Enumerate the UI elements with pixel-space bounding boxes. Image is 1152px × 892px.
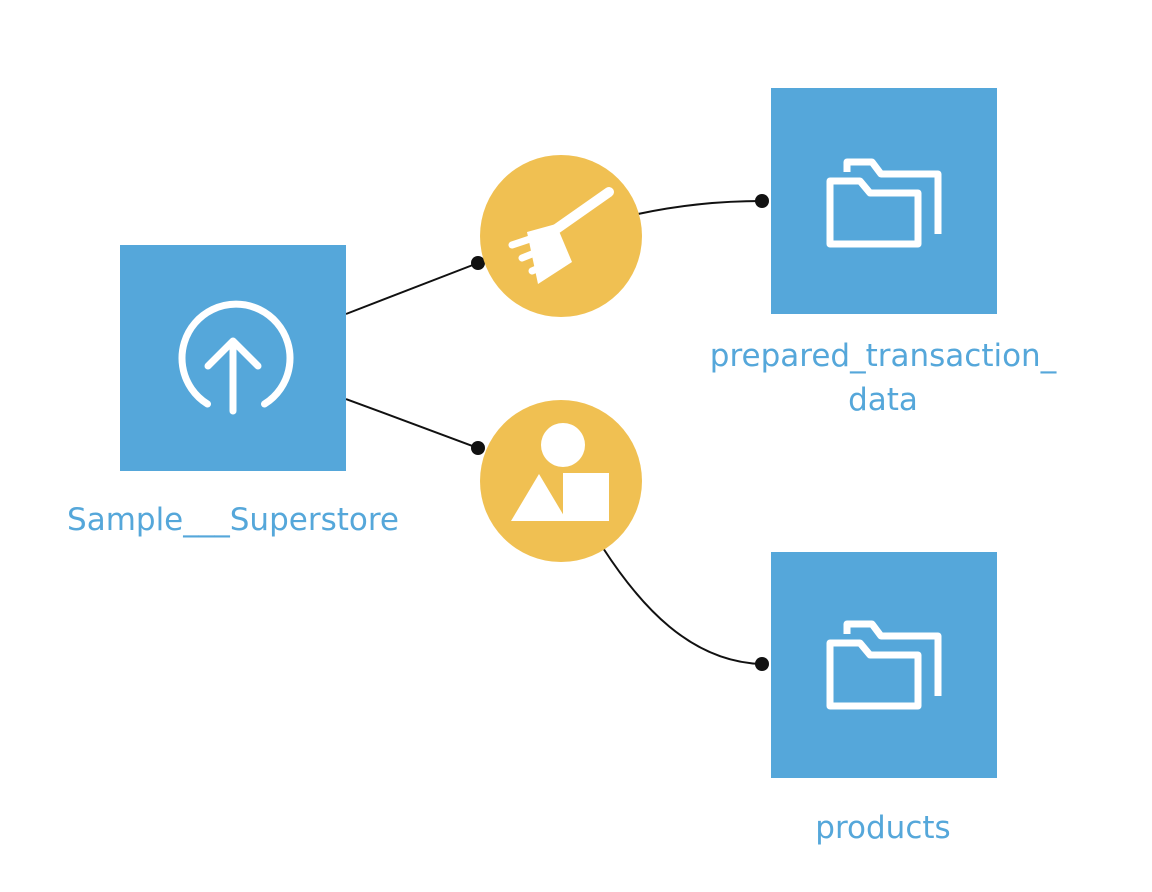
recipe-node-split[interactable] — [480, 400, 642, 562]
edge-split-recipe-to-products — [602, 547, 763, 665]
endpoint-split-recipe-input[interactable] — [471, 441, 485, 455]
recipe-node-prepare[interactable] — [480, 155, 642, 317]
endpoint-prepared-input[interactable] — [755, 194, 769, 208]
dataset-label-products[interactable]: products — [815, 810, 951, 846]
shapes-icon — [511, 423, 615, 527]
folder-stack-icon — [826, 620, 942, 710]
dataset-box-prepared-transaction-data[interactable] — [771, 88, 997, 314]
dataset-label-line-1: prepared_transaction_ — [709, 338, 1057, 374]
upload-icon — [178, 300, 294, 415]
edge-prepare-recipe-to-prepared — [637, 200, 763, 215]
dataset-node-sample-superstore[interactable] — [120, 245, 346, 471]
edge-source-to-split-recipe — [345, 398, 479, 449]
dataset-label-prepared-transaction-data[interactable]: prepared_transaction_ data — [690, 334, 1076, 422]
dataset-label-line-2: data — [848, 382, 918, 418]
edge-source-to-prepare-recipe — [345, 262, 479, 315]
endpoint-products-input[interactable] — [755, 657, 769, 671]
dataset-node-prepared-transaction-data[interactable] — [771, 88, 997, 314]
edge-endpoints — [471, 194, 769, 671]
dataset-box-products[interactable] — [771, 552, 997, 778]
dataset-label-sample-superstore[interactable]: Sample___Superstore — [67, 502, 399, 538]
broom-icon — [508, 187, 614, 284]
edges — [345, 200, 763, 665]
dataset-node-products[interactable] — [771, 552, 997, 778]
endpoint-prepare-recipe-input[interactable] — [471, 256, 485, 270]
folder-stack-icon — [826, 158, 942, 248]
